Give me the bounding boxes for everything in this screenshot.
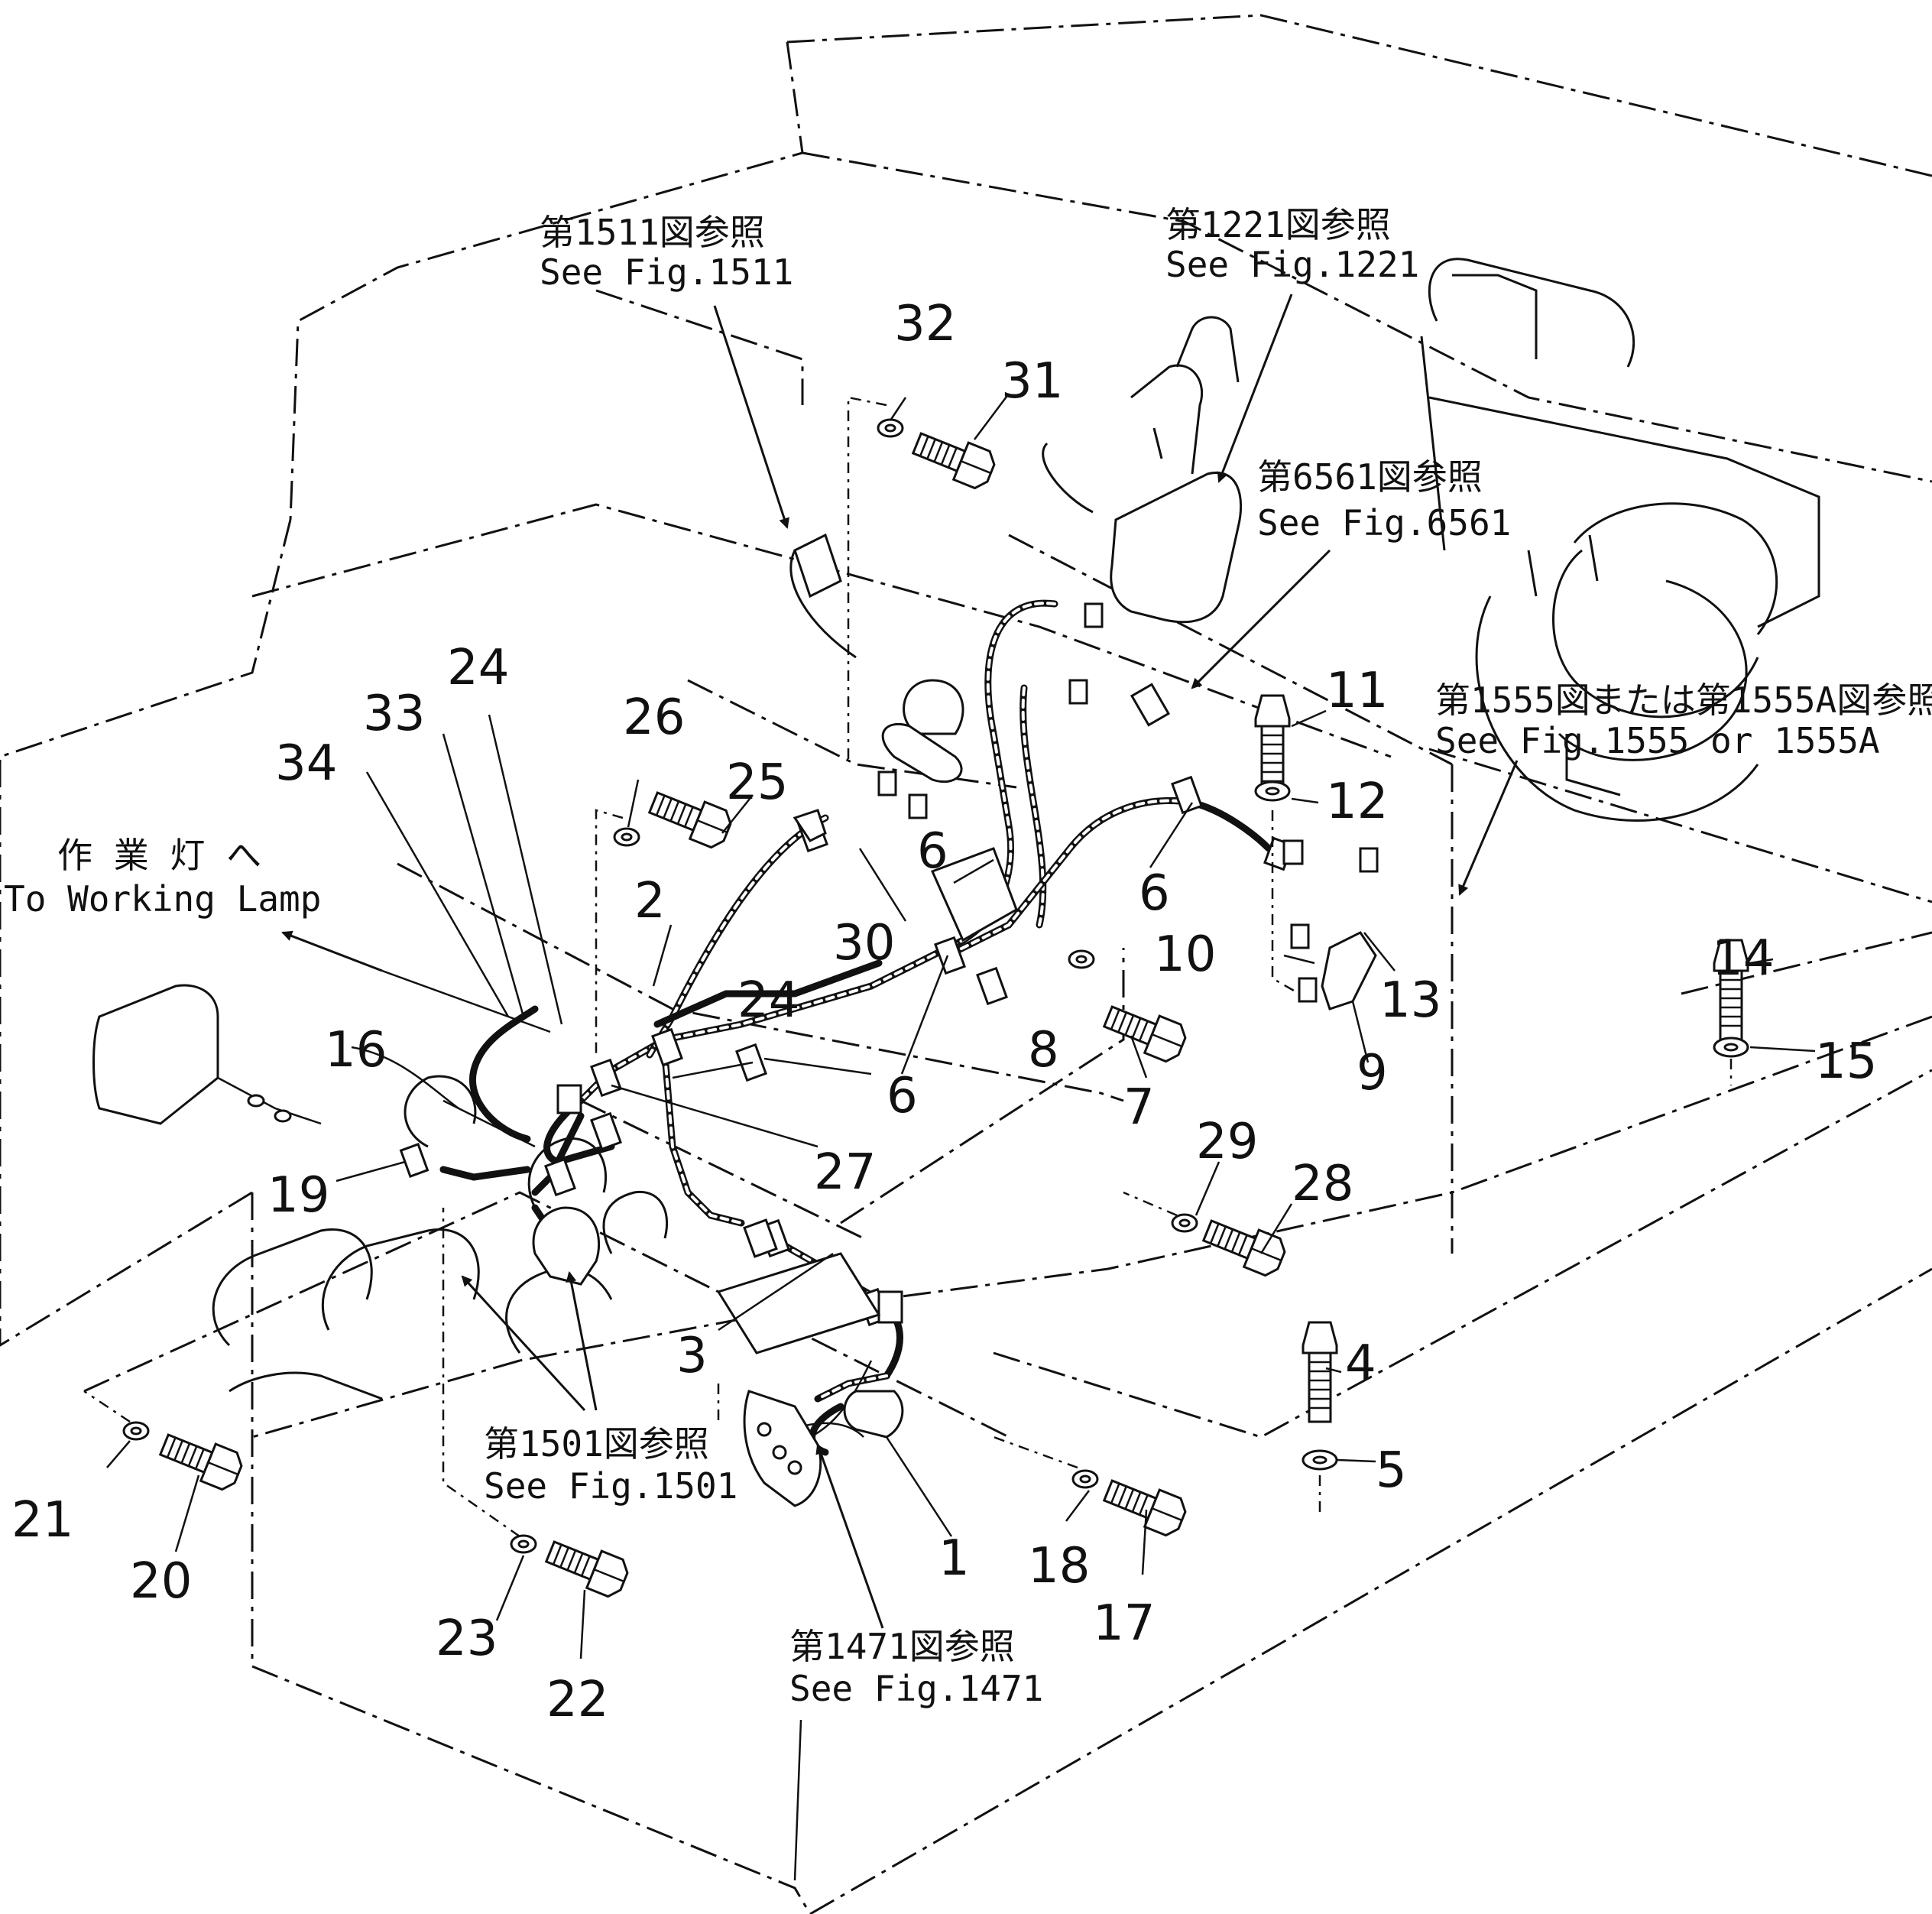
bolt-20 (155, 1425, 247, 1494)
bolt-28 (1198, 1211, 1290, 1280)
ref-fig1221-jp: 第1221図参照 (1165, 204, 1391, 245)
callout-32: 32 (894, 296, 956, 352)
engine-block (1420, 258, 1820, 822)
relay-plates (716, 809, 1377, 1354)
callout-3: 3 (676, 1328, 708, 1384)
ref-working-lamp: 作 業 灯 へ To Working Lamp (4, 835, 321, 920)
ref-fig1471: 第1471図参照 See Fig.1471 (789, 1626, 1043, 1709)
callout-31: 31 (1001, 353, 1063, 410)
callout-30: 30 (833, 915, 895, 972)
left-box (92, 984, 322, 1125)
ref-fig1501: 第1501図参照 See Fig.1501 (484, 1423, 737, 1507)
callout-10: 10 (1154, 926, 1216, 983)
ref-fig6561: 第6561図参照 See Fig.6561 (1257, 456, 1511, 543)
bolt-31 (908, 423, 1000, 493)
ref-fig1471-en: See Fig.1471 (789, 1668, 1043, 1709)
working-lamp-jp: 作 業 灯 へ (57, 835, 261, 876)
callout-11: 11 (1326, 663, 1388, 719)
ref-fig1511-jp: 第1511図参照 (540, 212, 765, 253)
callout-9: 9 (1357, 1045, 1388, 1101)
working-lamp-en: To Working Lamp (4, 878, 321, 920)
callout-33: 33 (363, 686, 425, 742)
callout-24-top: 24 (447, 640, 509, 696)
ref-fig1555: 第1555図または第1555A図参照 See Fig.1555 or 1555A (1435, 680, 1932, 761)
bolt-4 (1302, 1321, 1338, 1423)
ref-fig1221: 第1221図参照 See Fig.1221 (1165, 204, 1419, 285)
callout-21: 21 (11, 1492, 73, 1549)
callout-27: 27 (814, 1144, 876, 1201)
assembly-lines (83, 396, 1733, 1538)
ref-fig6561-jp: 第6561図参照 (1257, 456, 1483, 498)
clamps-connectors (399, 602, 1379, 1327)
ref-fig1555-en: See Fig.1555 or 1555A (1435, 720, 1880, 761)
callout-2: 2 (634, 873, 666, 929)
leader-lines (106, 393, 1816, 1659)
callout-8: 8 (1028, 1022, 1059, 1079)
callout-23: 23 (436, 1611, 498, 1667)
callout-5: 5 (1376, 1442, 1407, 1499)
bolt-22 (541, 1532, 633, 1601)
bolt-7 (1099, 997, 1191, 1066)
ref-fig1511-en: See Fig.1511 (540, 251, 793, 293)
callout-24-mid: 24 (737, 972, 799, 1029)
ref-fig1511: 第1511図参照 See Fig.1511 (540, 212, 793, 293)
callout-15: 15 (1815, 1033, 1877, 1090)
ref-fig1501-en: See Fig.1501 (484, 1465, 737, 1507)
callout-25: 25 (726, 754, 788, 811)
callout-26: 26 (623, 689, 685, 746)
callout-14: 14 (1712, 930, 1774, 987)
horn-and-lamp (532, 533, 964, 1507)
callout-20: 20 (130, 1553, 192, 1610)
ref-fig1555-jp: 第1555図または第1555A図参照 (1435, 680, 1932, 721)
callout-4: 4 (1345, 1335, 1376, 1392)
washers (122, 418, 1749, 1554)
callout-28: 28 (1292, 1156, 1353, 1212)
callout-7: 7 (1123, 1079, 1155, 1136)
callout-22: 22 (546, 1672, 608, 1728)
ref-fig1221-en: See Fig.1221 (1165, 244, 1419, 285)
callout-6-lower: 6 (887, 1068, 918, 1124)
ref-fig1501-jp: 第1501図参照 (484, 1423, 709, 1465)
callout-numbers: 32 31 11 12 24 33 34 26 25 2 6 30 6 10 1… (11, 296, 1877, 1728)
ref-fig6561-en: See Fig.6561 (1257, 502, 1511, 543)
callout-16: 16 (325, 1022, 387, 1079)
ref-fig1471-jp: 第1471図参照 (789, 1626, 1015, 1667)
callout-1: 1 (938, 1530, 970, 1587)
callout-34: 34 (275, 735, 337, 792)
callout-6-right: 6 (1139, 865, 1170, 922)
callout-19: 19 (267, 1167, 329, 1224)
callout-12: 12 (1326, 774, 1388, 830)
bolt-25 (644, 783, 736, 852)
bolt-11 (1254, 694, 1291, 796)
callout-6-top: 6 (917, 823, 948, 880)
callout-17: 17 (1093, 1595, 1155, 1652)
callout-29: 29 (1196, 1114, 1258, 1170)
callout-18: 18 (1028, 1538, 1090, 1594)
callout-13: 13 (1379, 972, 1441, 1029)
reservoir-tank (1042, 316, 1243, 624)
reference-arrows (281, 294, 1519, 1881)
